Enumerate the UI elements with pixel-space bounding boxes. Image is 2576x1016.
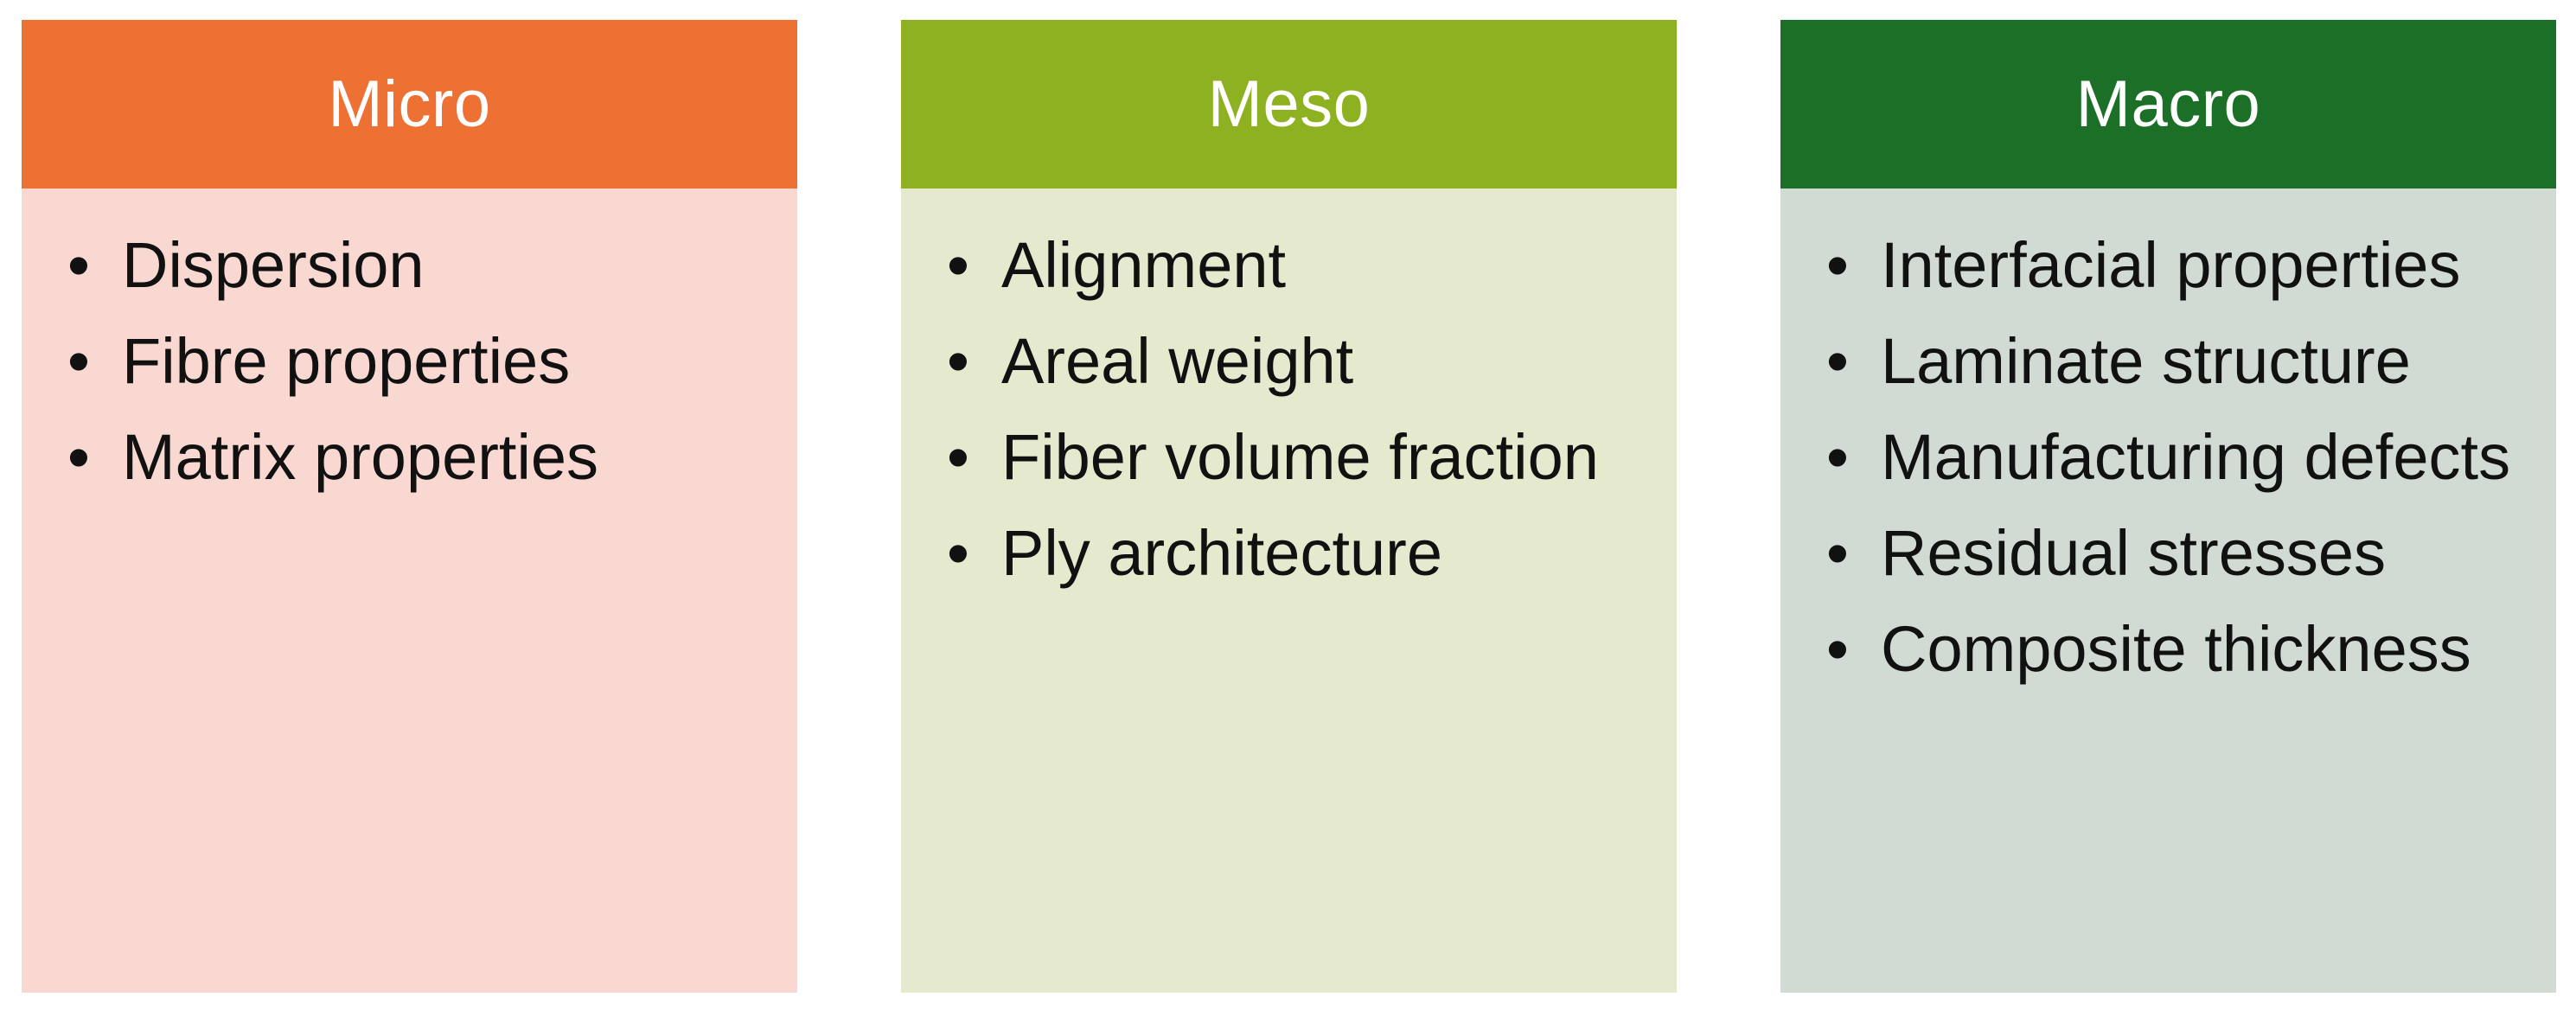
column-micro: Micro • Dispersion • Fibre properties • Mat… [22,20,797,993]
list-item: • Composite thickness [1780,609,2556,690]
item-label: Areal weight [1001,325,1354,397]
column-body: • Interfacial properties • Laminate struct… [1780,189,2556,993]
column-title: Micro [328,67,491,141]
list-item: • Fibre properties [22,321,797,402]
item-label: Alignment [1001,229,1287,301]
list-item: • Dispersion [22,225,797,306]
bullet-icon: • [947,325,969,397]
column-title: Meso [1207,67,1371,141]
item-label: Laminate structure [1881,325,2411,397]
item-label: Composite thickness [1881,613,2471,685]
item-list: • Alignment • Areal weight • Fiber volume f… [901,225,1677,594]
item-label: Residual stresses [1881,517,2387,589]
list-item: • Laminate structure [1780,321,2556,402]
list-item: • Matrix properties [22,417,797,498]
list-item: • Areal weight [901,321,1677,402]
bullet-icon: • [947,517,969,589]
item-list: • Interfacial properties • Laminate struct… [1780,225,2556,690]
bullet-icon: • [1826,517,1849,589]
list-item: • Alignment [901,225,1677,306]
bullet-icon: • [1826,421,1849,493]
bullet-icon: • [1826,613,1849,685]
item-label: Matrix properties [122,421,599,493]
bullet-icon: • [1826,229,1849,301]
column-body: • Alignment • Areal weight • Fiber volume f… [901,189,1677,993]
bullet-icon: • [67,421,90,493]
column-header: Meso [901,20,1677,189]
column-title: Macro [2075,67,2261,141]
item-label: Interfacial properties [1881,229,2461,301]
bullet-icon: • [1826,325,1849,397]
list-item: • Interfacial properties [1780,225,2556,306]
list-item: • Ply architecture [901,513,1677,594]
column-macro: Macro • Interfacial properties • Laminate … [1780,20,2556,993]
bullet-icon: • [947,229,969,301]
item-list: • Dispersion • Fibre properties • Matrix pr… [22,225,797,498]
bullet-icon: • [67,325,90,397]
column-header: Micro [22,20,797,189]
column-header: Macro [1780,20,2556,189]
item-label: Fibre properties [122,325,571,397]
bullet-icon: • [67,229,90,301]
column-meso: Meso • Alignment • Areal weight • Fiber vol… [901,20,1677,993]
bullet-icon: • [947,421,969,493]
list-item: • Fiber volume fraction [901,417,1677,498]
item-label: Fiber volume fraction [1001,421,1599,493]
item-label: Dispersion [122,229,425,301]
column-body: • Dispersion • Fibre properties • Matrix pr… [22,189,797,993]
item-label: Ply architecture [1001,517,1442,589]
item-label: Manufacturing defects [1881,421,2511,493]
list-item: • Manufacturing defects [1780,417,2556,498]
list-item: • Residual stresses [1780,513,2556,594]
